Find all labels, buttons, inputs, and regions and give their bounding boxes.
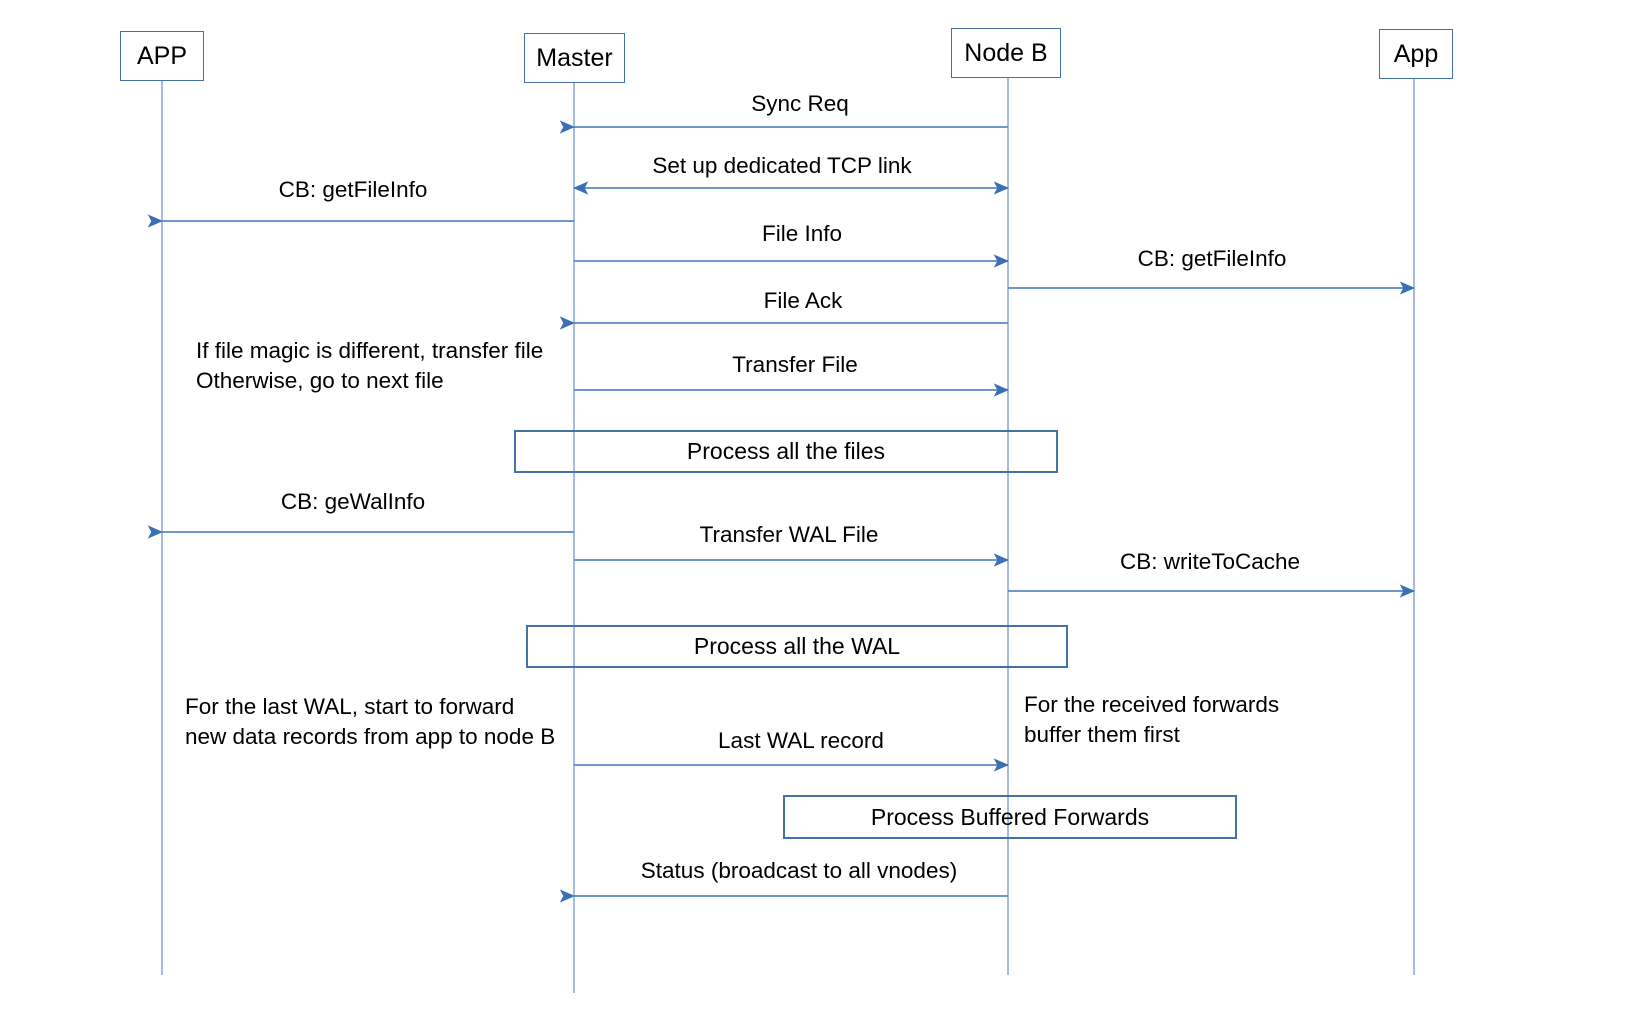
note-line: new data records from app to node B: [185, 723, 556, 749]
actor-box-node_b[interactable]: Node B: [951, 28, 1061, 78]
process-box-label-process_buffered: Process Buffered Forwards: [870, 803, 1150, 830]
note-line: For the received forwards: [1024, 692, 1280, 717]
note-note_buffer_first: For the received forwards buffer them fir…: [1024, 690, 1279, 749]
actor-box-master[interactable]: Master: [524, 33, 625, 83]
message-label-sync_req: Sync Req: [751, 91, 849, 116]
message-label-file_info: File Info: [761, 221, 843, 246]
note-note_file_magic: If file magic is different, transfer fil…: [196, 336, 543, 395]
message-label-tcp_link: Set up dedicated TCP link: [652, 153, 912, 178]
note-line: If file magic is different, transfer fil…: [196, 338, 544, 363]
note-line: For the last WAL, start to forward: [185, 694, 515, 719]
message-label-status: Status (broadcast to all vnodes): [640, 858, 958, 883]
message-label-cb_getfileinfo_left: CB: getFileInfo: [278, 177, 428, 202]
process-box-label-process_files: Process all the files: [686, 438, 886, 464]
message-label-transfer_file: Transfer File: [732, 352, 858, 377]
actor-label-master: Master: [536, 43, 613, 72]
message-label-file_ack: File Ack: [763, 288, 843, 313]
note-line: buffer them first: [1024, 721, 1180, 747]
process-box-process_wal[interactable]: Process all the WAL: [526, 625, 1068, 668]
message-label-cb_gewalinfo: CB: geWalInfo: [280, 489, 426, 514]
actor-label-app_left: APP: [136, 41, 188, 70]
message-label-transfer_wal: Transfer WAL File: [699, 522, 879, 547]
message-label-cb_getfileinfo_right: CB: getFileInfo: [1137, 246, 1287, 271]
message-label-cb_writetocache: CB: writeToCache: [1119, 549, 1301, 574]
actor-box-app_left[interactable]: APP: [120, 31, 204, 81]
note-line: Otherwise, go to next file: [196, 367, 444, 393]
actor-box-app_right[interactable]: App: [1379, 29, 1453, 79]
message-label-last_wal: Last WAL record: [718, 728, 884, 753]
note-note_last_wal: For the last WAL, start to forward new da…: [185, 692, 555, 751]
process-box-process_files[interactable]: Process all the files: [514, 430, 1058, 473]
process-box-label-process_wal: Process all the WAL: [693, 633, 901, 659]
process-box-process_buffered[interactable]: Process Buffered Forwards: [783, 795, 1237, 839]
actor-label-node_b: Node B: [964, 38, 1048, 67]
message-arrows-group: [147, 120, 1416, 903]
actor-label-app_right: App: [1393, 39, 1439, 68]
